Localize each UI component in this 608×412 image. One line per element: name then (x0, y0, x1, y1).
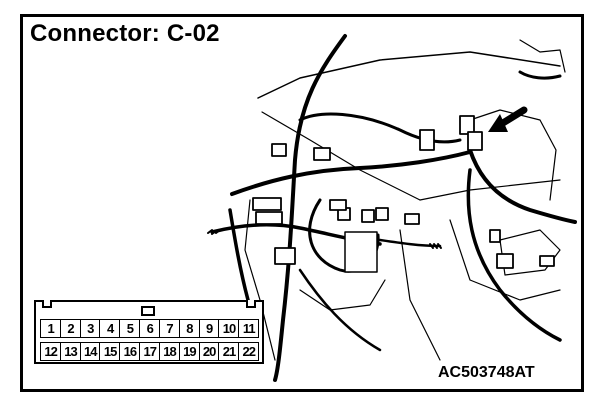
pin: 12 (40, 342, 62, 361)
harness-right (468, 148, 577, 224)
pin: 1 (40, 319, 62, 338)
connector-block-3 (274, 247, 296, 265)
connector-block-6 (419, 129, 435, 151)
connector-block-16 (539, 255, 555, 267)
pin: 6 (139, 319, 161, 338)
main-harness-long (273, 34, 347, 382)
upper-right-bracket (519, 39, 566, 73)
harness-branch-lower (228, 208, 250, 302)
pin: 10 (218, 319, 240, 338)
connector-block-8 (467, 131, 483, 151)
connector-right-tab (246, 300, 256, 308)
pin: 2 (59, 319, 82, 338)
page-title: Connector: C-02 (30, 20, 220, 47)
pin: 17 (139, 342, 161, 361)
lower-duct (299, 279, 386, 311)
connector-block-11 (375, 207, 389, 221)
connector-block-1 (252, 197, 282, 211)
pin: 11 (238, 319, 260, 338)
corrugated-end-left (207, 229, 221, 235)
pin: 4 (99, 319, 121, 338)
connector-left-tab (42, 300, 52, 308)
pin: 13 (59, 342, 82, 361)
panel-face (449, 219, 561, 301)
center-console-outline (399, 229, 441, 361)
main-harness-cross (230, 150, 472, 196)
target-arrow-head (488, 114, 508, 132)
pin: 15 (99, 342, 121, 361)
pin: 16 (119, 342, 141, 361)
corrugated-end-right (429, 243, 442, 249)
connector-block-12 (404, 213, 420, 225)
connector-block-14 (489, 229, 501, 243)
pin: 8 (178, 319, 200, 338)
connector-pin-row-2: 12 13 14 15 16 17 18 19 20 21 22 (40, 342, 260, 361)
harness-upper (298, 112, 462, 144)
dashboard-lower-edge (261, 111, 421, 201)
pin: 18 (158, 342, 181, 361)
connector-block-7 (459, 115, 475, 135)
pin: 9 (198, 319, 220, 338)
harness-down (466, 168, 562, 342)
figure-code: AC503748AT (438, 364, 535, 381)
pin: 22 (238, 342, 260, 361)
harness-diagonal (298, 268, 382, 352)
connector-face-view: 1 2 3 4 5 6 7 8 9 10 11 12 13 14 15 16 1… (34, 300, 264, 364)
pin: 5 (119, 319, 141, 338)
connector-block-5 (271, 143, 287, 157)
connector-block-2 (255, 211, 283, 225)
pin: 20 (198, 342, 220, 361)
connector-block-4 (313, 147, 331, 161)
dashboard-upper-panel (257, 51, 561, 99)
pin: 14 (79, 342, 101, 361)
harness-top-right (518, 70, 562, 80)
pin: 19 (178, 342, 200, 361)
pin: 3 (79, 319, 101, 338)
pin: 21 (218, 342, 240, 361)
pin: 7 (158, 319, 181, 338)
connector-block-15 (329, 199, 347, 211)
right-panel-detail (469, 109, 557, 201)
connector-block-13 (496, 253, 514, 269)
connector-pin-row-1: 1 2 3 4 5 6 7 8 9 10 11 (40, 319, 260, 338)
connector-latch (141, 306, 155, 316)
connector-block-10 (361, 209, 375, 223)
relay-box (344, 231, 378, 273)
